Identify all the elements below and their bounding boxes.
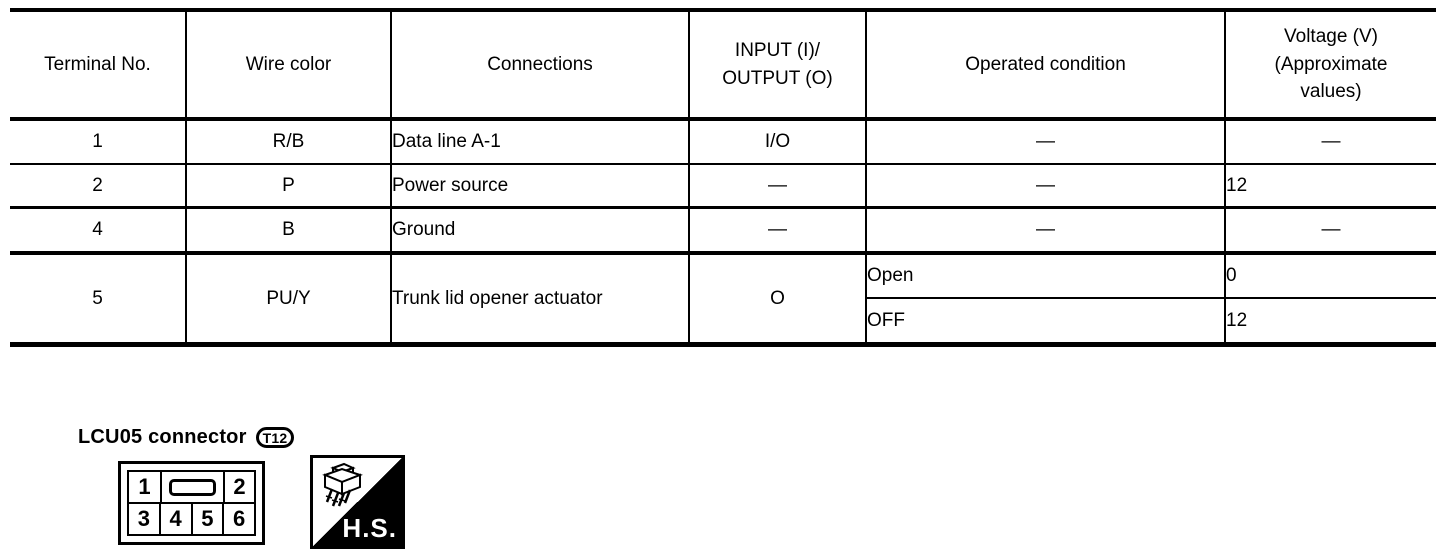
header-connections: Connections bbox=[390, 10, 689, 121]
cell-terminal-no: 1 bbox=[10, 119, 186, 165]
connector-code-badge: T12 bbox=[255, 427, 295, 448]
pin-2: 2 bbox=[223, 472, 254, 502]
connector-key-slot bbox=[169, 478, 216, 496]
cell-connection: Data line A-1 bbox=[390, 119, 689, 165]
cell-terminal-no: 2 bbox=[10, 164, 186, 209]
pin-3: 3 bbox=[137, 506, 150, 531]
pin-1: 1 bbox=[138, 474, 151, 499]
table-row: 2 P Power source — — 12 bbox=[10, 164, 1436, 209]
table-row: 4 B Ground — — — bbox=[10, 207, 1436, 255]
connector-key-slot-cell bbox=[160, 472, 223, 502]
pin-row-top: 1 2 bbox=[129, 472, 254, 504]
pin-6: 6 bbox=[222, 504, 254, 534]
connector-label: LCU05 connector bbox=[78, 426, 247, 448]
header-voltage: Voltage (V) (Approximate values) bbox=[1224, 10, 1436, 121]
table-row: 1 R/B Data line A-1 I/O — — bbox=[10, 119, 1436, 165]
cell-terminal-no: 4 bbox=[10, 207, 186, 255]
harness-side-view-badge: H.S. bbox=[310, 455, 405, 549]
cell-condition: OFF bbox=[865, 298, 1225, 345]
connector-pin-diagram: 1 2 3 4 5 6 bbox=[118, 461, 265, 545]
pin-4: 4 bbox=[158, 504, 191, 534]
cell-voltage: 12 bbox=[1224, 164, 1436, 209]
cell-io: I/O bbox=[688, 119, 866, 165]
cell-wire-color: B bbox=[185, 207, 391, 255]
connector-caption: LCU05 connector T12 bbox=[78, 426, 295, 449]
cell-voltage: — bbox=[1224, 119, 1436, 165]
cell-io: — bbox=[688, 164, 866, 209]
pin-row-bottom: 3 4 5 6 bbox=[129, 504, 254, 534]
header-input-output: INPUT (I)/ OUTPUT (O) bbox=[688, 10, 866, 121]
cell-voltage: — bbox=[1224, 207, 1436, 255]
cell-condition: — bbox=[865, 119, 1225, 165]
cell-voltage: 12 bbox=[1224, 298, 1436, 345]
header-operated-condition: Operated condition bbox=[865, 10, 1225, 121]
cell-connection: Trunk lid opener actuator bbox=[390, 253, 689, 345]
cell-io: — bbox=[688, 207, 866, 255]
cell-wire-color: PU/Y bbox=[185, 253, 391, 345]
cell-connection: Ground bbox=[390, 207, 689, 255]
cell-condition: — bbox=[865, 164, 1225, 209]
header-wire-color: Wire color bbox=[185, 10, 391, 121]
table-header-row: Terminal No. Wire color Connections INPU… bbox=[10, 10, 1436, 121]
cell-connection: Power source bbox=[390, 164, 689, 209]
terminal-spec-table: Terminal No. Wire color Connections INPU… bbox=[10, 8, 1436, 347]
cell-condition: Open bbox=[865, 253, 1225, 299]
cell-io: O bbox=[688, 253, 866, 345]
pin-5: 5 bbox=[190, 504, 223, 534]
connector-plug-icon bbox=[322, 462, 363, 507]
hs-label: H.S. bbox=[342, 513, 397, 543]
header-terminal-no: Terminal No. bbox=[10, 10, 186, 121]
cell-terminal-no: 5 bbox=[92, 287, 103, 309]
cell-voltage: 0 bbox=[1224, 253, 1436, 299]
table-row: 5 PU/Y Trunk lid opener actuator O Open … bbox=[10, 253, 1436, 345]
connector-pin-grid: 1 2 3 4 5 6 bbox=[127, 470, 256, 536]
table-subrow: OFF 12 bbox=[10, 298, 1436, 345]
cell-wire-color: P bbox=[185, 164, 391, 209]
cell-wire-color: R/B bbox=[185, 119, 391, 165]
cell-condition: — bbox=[865, 207, 1225, 255]
